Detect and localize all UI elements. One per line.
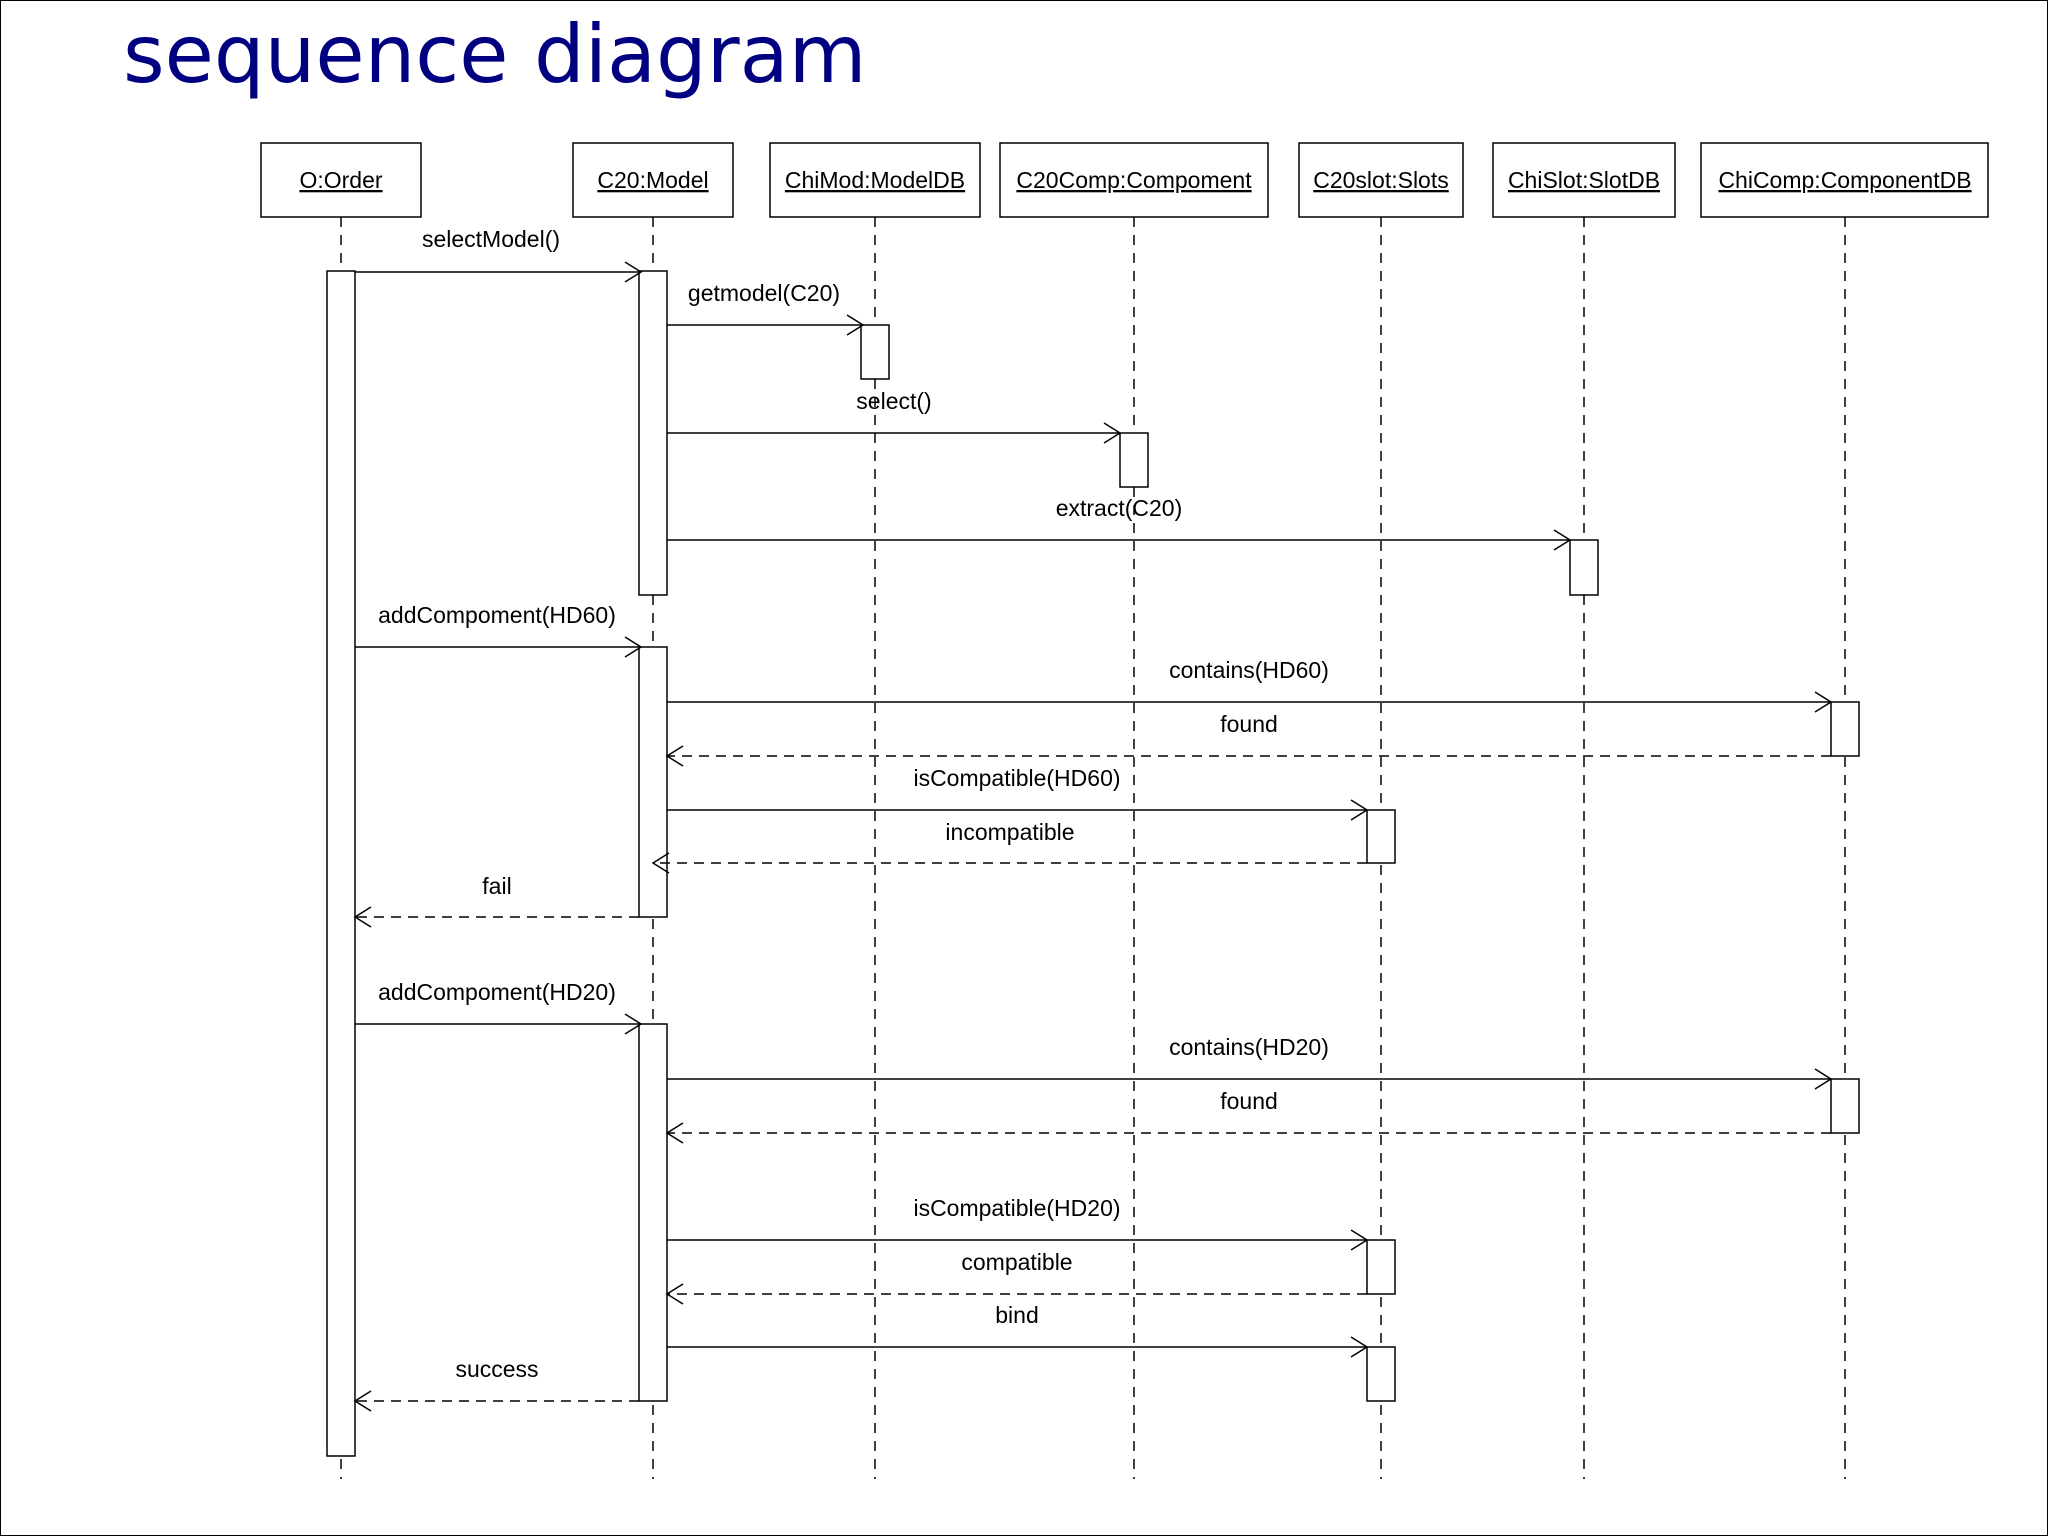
object-slots: C20slot:Slots [1298, 142, 1464, 218]
message-label: select() [856, 388, 931, 414]
arrowhead-icon [1553, 529, 1572, 551]
object-compoment: C20Comp:Compoment [999, 142, 1269, 218]
activation-order [326, 270, 356, 1457]
message-return: found [665, 1088, 1831, 1144]
activation-slotdb [1569, 539, 1599, 596]
activation-model [638, 270, 668, 596]
message-label: isCompatible(HD60) [913, 765, 1120, 791]
message-label: extract(C20) [1056, 495, 1183, 521]
activations [326, 270, 1860, 1457]
lifelines [340, 217, 1846, 1479]
object-box [260, 142, 422, 218]
arrowhead-icon [624, 261, 643, 283]
object-box [572, 142, 734, 218]
message-call: contains(HD20) [667, 1034, 1833, 1090]
objects: O:Order C20:Model ChiMod:ModelDB C20Comp:Co… [260, 142, 1989, 218]
message-label: incompatible [945, 819, 1074, 845]
message-label: isCompatible(HD20) [913, 1195, 1120, 1221]
message-label: addCompoment(HD60) [378, 602, 616, 628]
object-label: ChiComp:ComponentDB [1718, 167, 1971, 193]
arrowhead-icon [651, 852, 670, 874]
arrowhead-icon [846, 314, 865, 336]
activation-model [638, 646, 668, 918]
message-label: compatible [961, 1249, 1072, 1275]
arrowhead-icon [665, 745, 684, 767]
message-call: contains(HD60) [667, 657, 1833, 713]
arrowhead-icon [665, 1122, 684, 1144]
object-order: O:Order [260, 142, 422, 218]
message-call: extract(C20) [667, 495, 1572, 551]
message-call: isCompatible(HD60) [667, 765, 1369, 821]
arrowhead-icon [1350, 1229, 1369, 1251]
activation-slots [1366, 1346, 1396, 1402]
arrowhead-icon [624, 636, 643, 658]
object-box [1492, 142, 1676, 218]
object-label: ChiMod:ModelDB [785, 167, 965, 193]
message-label: contains(HD20) [1169, 1034, 1329, 1060]
arrowhead-icon [1350, 799, 1369, 821]
activation-modeldb [860, 324, 890, 380]
activation-slots [1366, 809, 1396, 864]
activation-componentdb [1830, 701, 1860, 757]
object-componentdb: ChiComp:ComponentDB [1700, 142, 1989, 218]
message-return: found [665, 711, 1831, 767]
arrowhead-icon [1814, 1068, 1833, 1090]
object-label: ChiSlot:SlotDB [1508, 167, 1660, 193]
arrowhead-icon [665, 1283, 684, 1305]
object-label: C20:Model [597, 167, 708, 193]
message-call: bind [667, 1302, 1369, 1358]
arrowhead-icon [1814, 691, 1833, 713]
message-label: success [455, 1356, 538, 1382]
message-return: compatible [665, 1249, 1367, 1305]
arrowhead-icon [353, 906, 372, 928]
object-label: C20slot:Slots [1313, 167, 1449, 193]
arrowhead-icon [624, 1013, 643, 1035]
message-label: addCompoment(HD20) [378, 979, 616, 1005]
message-label: contains(HD60) [1169, 657, 1329, 683]
object-box [999, 142, 1269, 218]
activation-componentdb [1830, 1078, 1860, 1134]
message-label: found [1220, 711, 1278, 737]
object-box [1298, 142, 1464, 218]
message-return: fail [353, 873, 639, 928]
message-label: bind [995, 1302, 1038, 1328]
object-slotdb: ChiSlot:SlotDB [1492, 142, 1676, 218]
message-call: isCompatible(HD20) [667, 1195, 1369, 1251]
page-title: sequence diagram [123, 8, 867, 101]
messages: selectModel() getmodel(C20) select() extrac… [353, 226, 1833, 1412]
arrowhead-icon [1350, 1336, 1369, 1358]
message-call: addCompoment(HD60) [355, 602, 643, 658]
activation-compoment [1119, 432, 1149, 488]
message-label: fail [482, 873, 511, 899]
message-label: found [1220, 1088, 1278, 1114]
arrowhead-icon [1103, 422, 1122, 444]
object-model: C20:Model [572, 142, 734, 218]
message-call: selectModel() [355, 226, 643, 283]
object-label: O:Order [299, 167, 382, 193]
message-label: getmodel(C20) [688, 280, 840, 306]
activation-model [638, 1023, 668, 1402]
arrowhead-icon [353, 1390, 372, 1412]
activation-slots [1366, 1239, 1396, 1295]
object-box [769, 142, 981, 218]
object-modeldb: ChiMod:ModelDB [769, 142, 981, 218]
message-call: getmodel(C20) [667, 280, 865, 336]
message-return: success [353, 1356, 639, 1412]
message-return: incompatible [651, 819, 1367, 874]
object-label: C20Comp:Compoment [1016, 167, 1252, 193]
message-call: addCompoment(HD20) [355, 979, 643, 1035]
message-call: select() [667, 388, 1122, 444]
message-label: selectModel() [422, 226, 560, 252]
object-box [1700, 142, 1989, 218]
